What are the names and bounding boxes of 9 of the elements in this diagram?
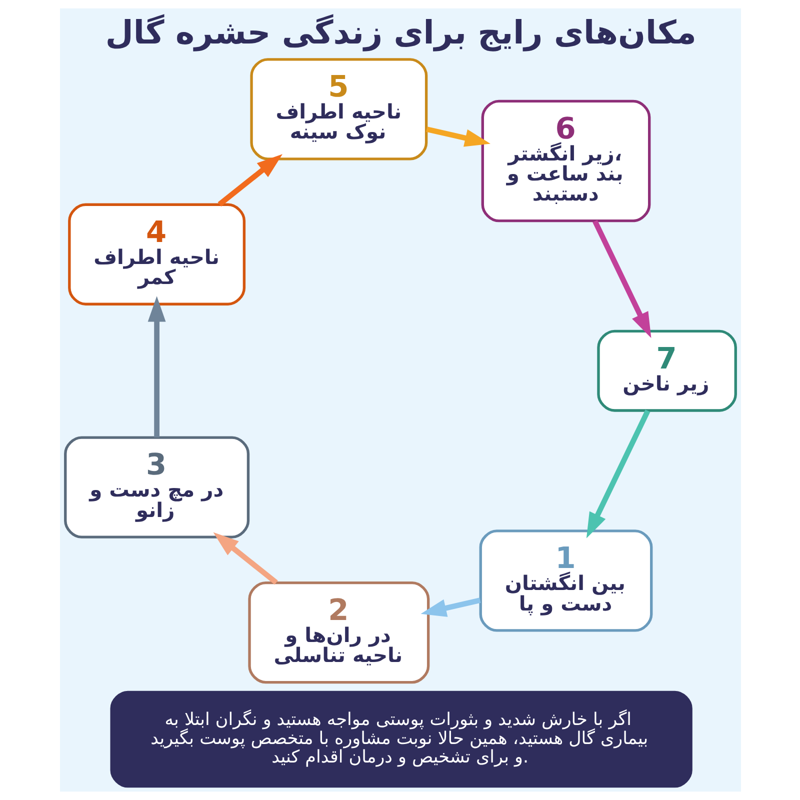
arrow: [147, 296, 166, 438]
arrow: [212, 532, 278, 585]
arrow: [426, 126, 490, 147]
arrow: [586, 410, 650, 538]
node-box: اگر با خارش شدید و بثورات پوستی مواجه هستید و نگران ابتلا به بیماری گال هستید، همین حالا نوبت مشاوره با متخصص پوست بگیرید و برای تشخیص و درمان اقدام کنید.: [110, 690, 692, 788]
arrow: [592, 220, 651, 338]
arrow: [217, 154, 282, 207]
arrow: [420, 598, 480, 617]
diagram-title: مکان‌های رایج برای زندگی حشره گال: [104, 14, 696, 52]
